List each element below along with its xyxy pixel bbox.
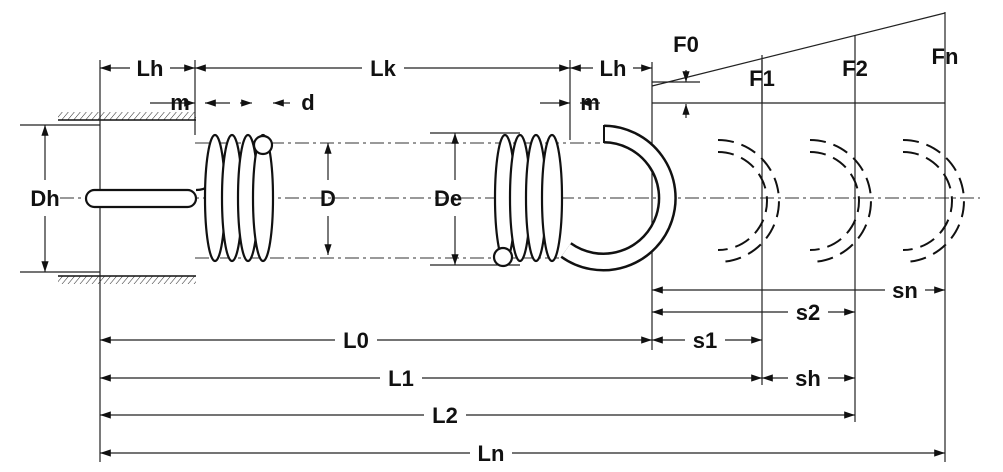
mounting-walls — [58, 112, 196, 284]
label-lk: Lk — [370, 56, 396, 81]
label-lh-right: Lh — [600, 56, 627, 81]
extension-lines — [20, 12, 946, 462]
label-de: De — [434, 186, 462, 211]
label-l2: L2 — [432, 403, 458, 428]
label-l1: L1 — [388, 366, 414, 391]
label-lh-left: Lh — [137, 56, 164, 81]
label-d-mean: D — [320, 186, 336, 211]
label-s1: s1 — [693, 328, 717, 353]
spring-right-end — [492, 124, 677, 272]
label-sn: sn — [892, 278, 918, 303]
label-s2: s2 — [796, 300, 820, 325]
label-l0: L0 — [343, 328, 369, 353]
deflected-hook-positions — [717, 139, 965, 263]
label-ln: Ln — [478, 441, 505, 466]
label-f1: F1 — [749, 66, 775, 91]
label-m-left: m — [170, 90, 190, 115]
label-f0: F0 — [673, 32, 699, 57]
label-d: d — [301, 90, 314, 115]
label-m-right: m — [580, 90, 600, 115]
spring-left-end — [84, 133, 275, 263]
label-dh: Dh — [30, 186, 59, 211]
label-fn: Fn — [932, 44, 959, 69]
label-f2: F2 — [842, 56, 868, 81]
label-sh: sh — [795, 366, 821, 391]
dimension-labels: Lh Lk Lh m d m F0 F1 F2 Fn Dh D De sn s2… — [30, 32, 958, 466]
